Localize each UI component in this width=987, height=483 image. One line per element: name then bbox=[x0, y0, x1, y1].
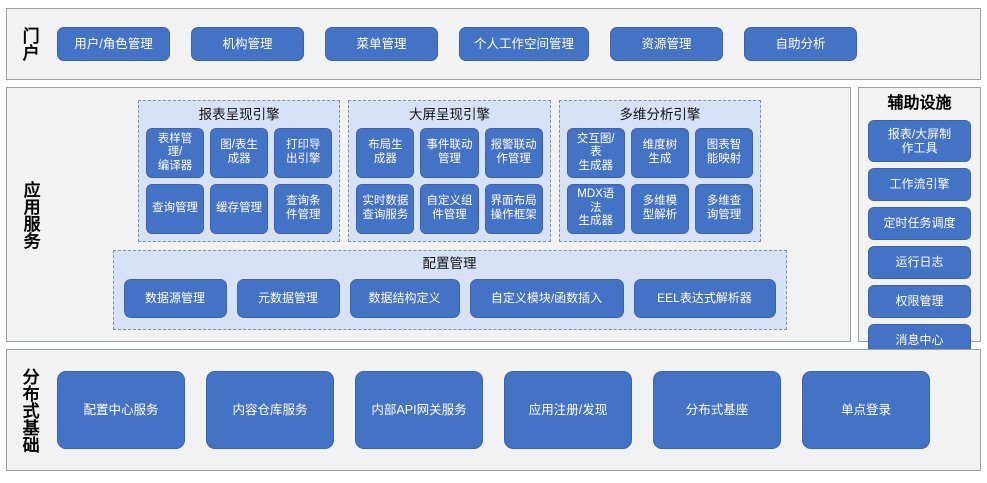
config-item-custom-module-function[interactable]: 自定义模块/函数插入 bbox=[469, 278, 624, 318]
infra-item-content-repository-service[interactable]: 内容仓库服务 bbox=[206, 371, 334, 449]
portal-item-self-service-analysis[interactable]: 自助分析 bbox=[744, 27, 857, 61]
aux-item-workflow-engine[interactable]: 工作流引擎 bbox=[868, 168, 971, 201]
infrastructure-section: 分布式基础 配置中心服务 内容仓库服务 内部API网关服务 应用注册/发现 分布… bbox=[6, 349, 981, 471]
bigscreen-item-custom-component-manager[interactable]: 自定义组 件管理 bbox=[420, 183, 479, 234]
aux-item-permission-manager[interactable]: 权限管理 bbox=[868, 285, 971, 318]
olap-item-interactive-chart-generator[interactable]: 交互图/表 生成器 bbox=[566, 128, 625, 178]
report-item-query-manager[interactable]: 查询管理 bbox=[145, 183, 205, 234]
portal-item-org[interactable]: 机构管理 bbox=[191, 27, 304, 61]
app-services-section: 应用服务 报表呈现引擎 表样管理/ 编译器 图/表生 成器 打印导 出引擎 查询… bbox=[6, 87, 851, 342]
engine-group-olap: 多维分析引擎 交互图/表 生成器 维度树 生成 图表智 能映射 MDX语法 生成… bbox=[558, 99, 762, 242]
engine-group-report-title: 报表呈现引擎 bbox=[198, 106, 280, 122]
portal-section-label: 门户 bbox=[19, 27, 39, 61]
portal-section: 门户 用户/角色管理 机构管理 菜单管理 个人工作空间管理 资源管理 自助分析 bbox=[6, 8, 981, 80]
config-management-group: 配置管理 数据源管理 元数据管理 数据结构定义 自定义模块/函数插入 EEL表达… bbox=[112, 249, 787, 330]
infra-item-internal-api-gateway-service[interactable]: 内部API网关服务 bbox=[355, 371, 483, 449]
aux-facilities-section: 辅助设施 报表/大屏制 作工具 工作流引擎 定时任务调度 运行日志 权限管理 消… bbox=[858, 87, 981, 357]
aux-facilities-title: 辅助设施 bbox=[887, 95, 952, 112]
olap-item-query-manager[interactable]: 多维查 询管理 bbox=[694, 183, 754, 234]
portal-item-user-role[interactable]: 用户/角色管理 bbox=[57, 27, 170, 61]
olap-item-mdx-syntax-generator[interactable]: MDX语法 生成器 bbox=[566, 183, 625, 234]
config-management-items: 数据源管理 元数据管理 数据结构定义 自定义模块/函数插入 EEL表达式解析器 bbox=[123, 276, 776, 321]
engine-group-bigscreen-title: 大屏呈现引擎 bbox=[409, 106, 490, 122]
middle-row: 应用服务 报表呈现引擎 表样管理/ 编译器 图/表生 成器 打印导 出引擎 查询… bbox=[6, 87, 981, 357]
bigscreen-item-layout-generator[interactable]: 布局生 成器 bbox=[356, 128, 415, 178]
infrastructure-items: 配置中心服务 内容仓库服务 内部API网关服务 应用注册/发现 分布式基座 单点… bbox=[51, 371, 930, 449]
portal-item-resource[interactable]: 资源管理 bbox=[610, 27, 723, 61]
config-item-data-structure-definition[interactable]: 数据结构定义 bbox=[349, 278, 460, 318]
portal-items: 用户/角色管理 机构管理 菜单管理 个人工作空间管理 资源管理 自助分析 bbox=[51, 27, 857, 61]
config-management-title: 配置管理 bbox=[422, 255, 477, 271]
olap-item-dimension-tree-generator[interactable]: 维度树 生成 bbox=[630, 128, 689, 178]
engine-group-bigscreen: 大屏呈现引擎 布局生 成器 事件联动 管理 报警联动 作管理 实时数据 查询服务… bbox=[348, 99, 551, 242]
aux-item-runtime-log[interactable]: 运行日志 bbox=[868, 246, 971, 279]
portal-item-workspace[interactable]: 个人工作空间管理 bbox=[459, 27, 589, 61]
engine-group-report: 报表呈现引擎 表样管理/ 编译器 图/表生 成器 打印导 出引擎 查询管理 缓存… bbox=[137, 99, 341, 242]
engine-groups: 报表呈现引擎 表样管理/ 编译器 图/表生 成器 打印导 出引擎 查询管理 缓存… bbox=[137, 99, 762, 242]
portal-item-menu[interactable]: 菜单管理 bbox=[325, 27, 438, 61]
infra-item-app-registry-discovery[interactable]: 应用注册/发现 bbox=[504, 371, 632, 449]
infra-item-config-center-service[interactable]: 配置中心服务 bbox=[57, 371, 185, 449]
infra-item-single-sign-on[interactable]: 单点登录 bbox=[802, 371, 930, 449]
bigscreen-item-alarm-action-manager[interactable]: 报警联动 作管理 bbox=[484, 128, 543, 178]
olap-item-chart-smart-mapping[interactable]: 图表智 能映射 bbox=[694, 128, 754, 178]
infra-item-distributed-base[interactable]: 分布式基座 bbox=[653, 371, 781, 449]
bigscreen-item-ui-layout-framework[interactable]: 界面布局 操作框架 bbox=[484, 183, 543, 234]
report-item-query-condition-manager[interactable]: 查询条 件管理 bbox=[274, 183, 333, 234]
config-item-datasource-manager[interactable]: 数据源管理 bbox=[123, 278, 227, 318]
config-item-eel-expression-parser[interactable]: EEL表达式解析器 bbox=[633, 278, 776, 318]
engine-group-olap-title: 多维分析引擎 bbox=[619, 106, 701, 122]
report-item-print-export-engine[interactable]: 打印导 出引擎 bbox=[274, 128, 333, 178]
aux-facilities-items: 报表/大屏制 作工具 工作流引擎 定时任务调度 运行日志 权限管理 消息中心 bbox=[868, 120, 971, 357]
report-item-cache-manager[interactable]: 缓存管理 bbox=[210, 183, 269, 234]
report-item-template-manager[interactable]: 表样管理/ 编译器 bbox=[145, 128, 205, 178]
aux-item-report-bigscreen-authoring-tool[interactable]: 报表/大屏制 作工具 bbox=[868, 120, 971, 162]
report-item-chart-table-generator[interactable]: 图/表生 成器 bbox=[210, 128, 269, 178]
bigscreen-item-event-linkage-manager[interactable]: 事件联动 管理 bbox=[420, 128, 479, 178]
aux-item-scheduled-task[interactable]: 定时任务调度 bbox=[868, 207, 971, 240]
app-services-section-label: 应用服务 bbox=[20, 180, 40, 249]
bigscreen-item-realtime-query-service[interactable]: 实时数据 查询服务 bbox=[356, 183, 415, 234]
olap-item-model-parser[interactable]: 多维模 型解析 bbox=[630, 183, 689, 234]
infrastructure-section-label: 分布式基础 bbox=[19, 367, 39, 453]
config-item-metadata-manager[interactable]: 元数据管理 bbox=[236, 278, 340, 318]
